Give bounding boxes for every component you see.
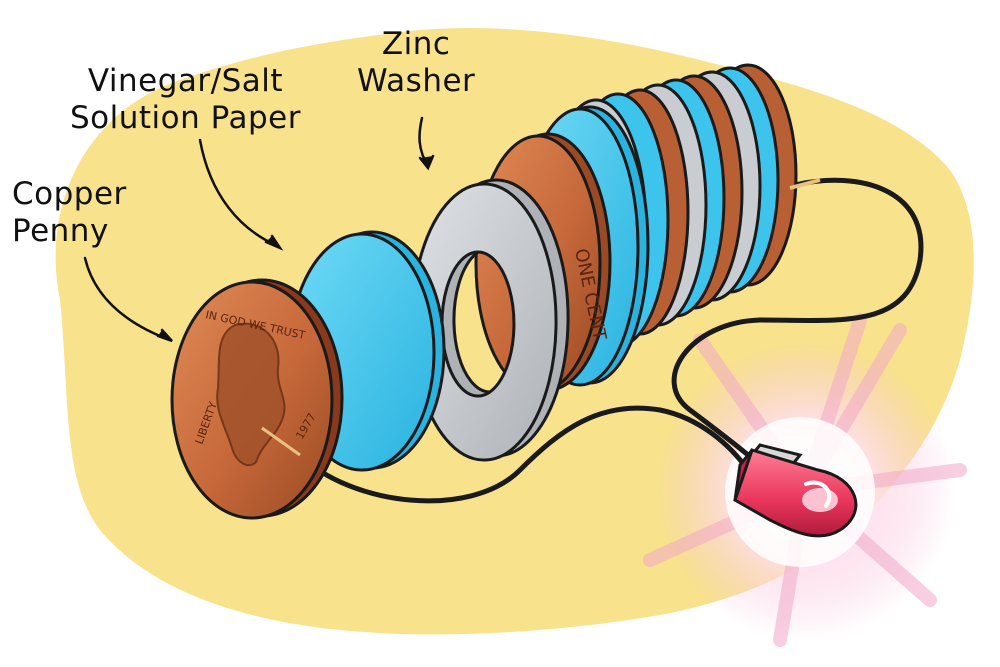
vinegar-paper-label: Vinegar/Salt Solution Paper	[70, 63, 301, 137]
led-icon	[733, 443, 858, 538]
lincoln-profile	[216, 322, 286, 467]
wire-front	[297, 405, 751, 504]
copper-arrow	[83, 256, 172, 342]
vinegar-arrow	[198, 138, 280, 248]
vinegar-label-line1: Vinegar/Salt	[87, 63, 284, 99]
zinc-label-line2: Washer	[357, 63, 476, 99]
copper-penny-label: Copper Penny	[12, 176, 127, 250]
copper-label-line2: Penny	[12, 213, 109, 249]
zinc-washer	[410, 178, 570, 462]
label-arrows	[83, 116, 435, 343]
vinegar-label-line2: Solution Paper	[70, 100, 301, 136]
back-wire-lead	[789, 178, 821, 190]
zinc-washer-label: Zinc Washer	[357, 26, 475, 100]
copper-penny: LIBERTY IN GOD WE TRUST 1977	[170, 278, 344, 520]
copper-label-line1: Copper	[12, 176, 127, 212]
zinc-label-line1: Zinc	[381, 26, 451, 62]
wire-back	[671, 177, 924, 458]
led-body	[733, 448, 858, 538]
